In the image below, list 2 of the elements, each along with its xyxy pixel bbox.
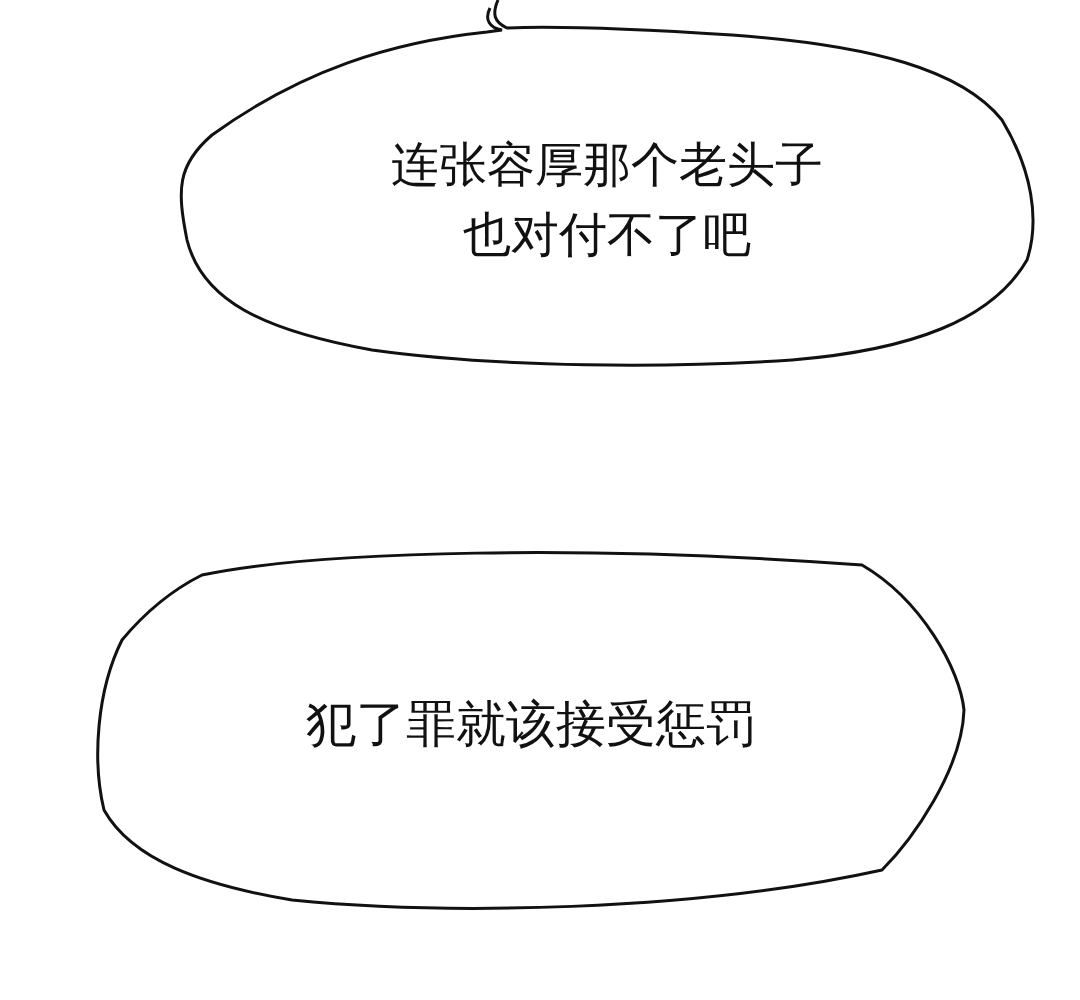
dialogue-text: 犯了罪就该接受惩罚	[305, 694, 757, 755]
dialogue-text: 连张容厚那个老头子也对付不了吧	[390, 135, 824, 264]
